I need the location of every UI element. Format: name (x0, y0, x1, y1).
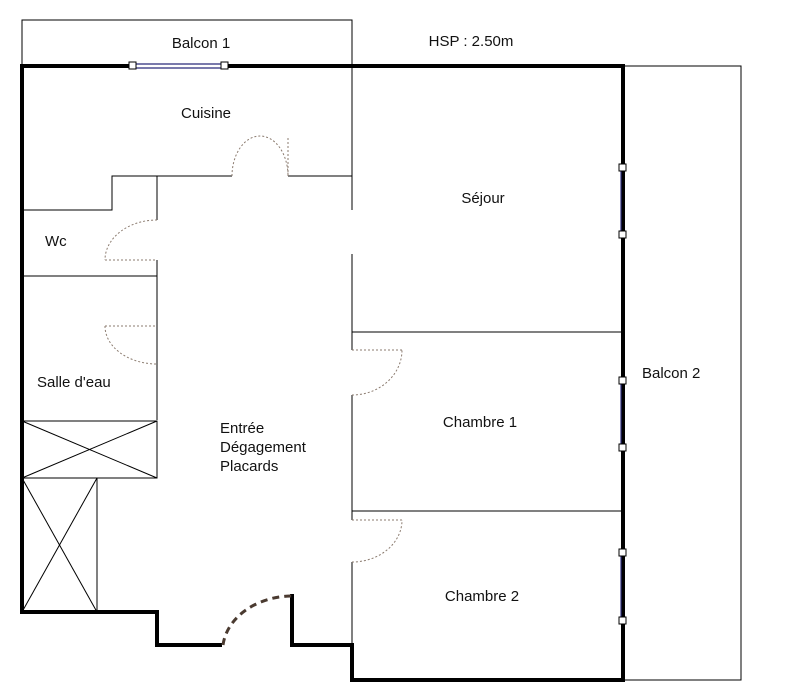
door-salle-eau (104, 325, 158, 365)
label-placards: Placards (220, 458, 278, 475)
label-degagement: Dégagement (220, 439, 307, 456)
door-wc (104, 219, 158, 261)
label-sejour: Séjour (461, 190, 504, 207)
interior-walls (21, 66, 623, 645)
label-wc: Wc (45, 233, 67, 250)
label-chambre-2: Chambre 2 (445, 588, 519, 605)
exterior-walls (20, 64, 625, 682)
window-chambre-2 (618, 548, 627, 625)
label-balcon-2: Balcon 2 (642, 365, 700, 382)
label-hsp: HSP : 2.50m (429, 33, 514, 50)
label-entree: Entrée (220, 420, 264, 437)
window-chambre-1 (618, 376, 627, 452)
door-chambre-1 (351, 349, 403, 396)
label-cuisine: Cuisine (181, 105, 231, 122)
entry-door (221, 594, 293, 646)
balcon-1-area (21, 19, 353, 66)
window-sejour (618, 163, 627, 239)
door-cuisine (231, 135, 289, 177)
balcon-2-area (623, 65, 742, 681)
label-chambre-1: Chambre 1 (443, 414, 517, 431)
label-balcon-1: Balcon 1 (172, 35, 230, 52)
label-salle-eau: Salle d'eau (37, 374, 111, 391)
door-chambre-2 (351, 519, 403, 563)
window-balcon-1 (128, 61, 229, 70)
